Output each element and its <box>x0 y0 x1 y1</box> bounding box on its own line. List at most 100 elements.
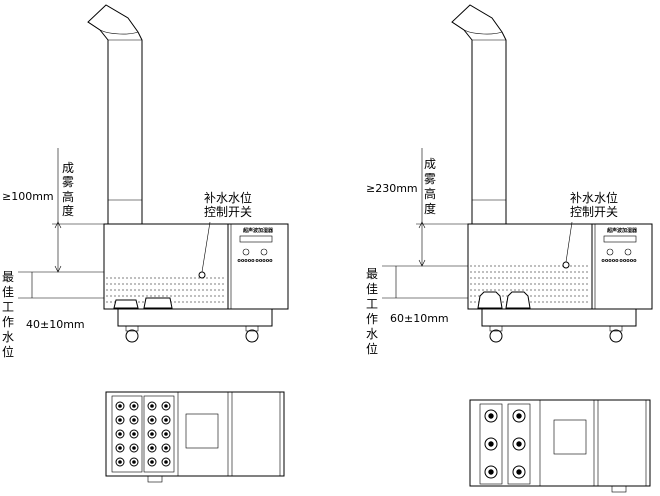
right-atomizer-head-core-4 <box>516 413 522 419</box>
svg-text:补水水位: 补水水位 <box>570 190 618 205</box>
right-atomizer-head-core-5 <box>516 441 522 447</box>
svg-text:工: 工 <box>2 300 14 314</box>
right-panel-title: 超声波加湿器 <box>606 227 638 234</box>
right-fog-height-label: 成 雾 高 度 <box>424 157 436 216</box>
svg-text:补水水位: 补水水位 <box>204 190 252 205</box>
svg-text:佳: 佳 <box>2 285 14 299</box>
svg-text:雾: 雾 <box>62 175 74 189</box>
right-wheel-2 <box>609 329 623 343</box>
left-knob-label-1: ooooo <box>237 258 255 264</box>
right-knob-label-2: ooooo <box>619 258 637 264</box>
left-unit-top-view <box>105 391 285 483</box>
left-wheel-1 <box>125 329 139 343</box>
left-base <box>117 308 273 327</box>
left-top-tray-1 <box>111 395 143 473</box>
svg-text:度: 度 <box>424 201 436 216</box>
right-transducer-2 <box>505 291 531 309</box>
left-optimal-level-label: 最 佳 工 作 水 位 <box>2 270 14 359</box>
right-atomizer-heads <box>484 409 526 479</box>
left-knob-1 <box>242 248 250 256</box>
left-top-window <box>185 413 219 449</box>
svg-text:作: 作 <box>2 315 14 329</box>
svg-text:度: 度 <box>62 203 74 218</box>
svg-text:水: 水 <box>2 330 14 344</box>
right-top-body <box>469 399 651 487</box>
left-atomizer-head-core-16 <box>164 404 168 408</box>
left-transducer-1 <box>113 299 139 309</box>
left-panel-title: 超声波加湿器 <box>242 227 274 234</box>
right-knob-1 <box>606 248 614 256</box>
left-water-level-value: 40±10mm <box>26 318 85 331</box>
left-atomizer-head-core-10 <box>132 460 136 464</box>
left-atomizer-head-core-11 <box>150 404 154 408</box>
left-chimney <box>87 4 143 225</box>
left-atomizer-head-core-18 <box>164 432 168 436</box>
right-refill-label: 补水水位 控制开关 <box>570 190 618 219</box>
left-atomizer-head-core-14 <box>150 446 154 450</box>
left-top-tray-2 <box>143 395 175 473</box>
right-float-switch <box>562 261 570 269</box>
left-atomizer-head-core-7 <box>132 418 136 422</box>
left-transducer-2 <box>143 297 173 309</box>
left-atomizer-head-core-19 <box>164 446 168 450</box>
left-atomizer-head-core-8 <box>132 432 136 436</box>
left-atomizer-head-core-9 <box>132 446 136 450</box>
left-atomizer-head-core-20 <box>164 460 168 464</box>
left-refill-label: 补水水位 控制开关 <box>204 190 252 219</box>
right-optimal-level-label: 最 佳 工 作 水 位 <box>366 267 378 356</box>
left-display <box>239 235 273 243</box>
svg-text:成: 成 <box>62 161 74 175</box>
right-wheel-1 <box>489 329 503 343</box>
left-fog-height-value: ≥100mm <box>2 190 54 203</box>
svg-text:最: 最 <box>366 267 378 281</box>
svg-text:成: 成 <box>424 157 436 171</box>
left-wheel-2 <box>245 329 259 343</box>
left-atomizer-head-core-6 <box>132 404 136 408</box>
right-knob-2 <box>624 248 632 256</box>
right-atomizer-head-core-2 <box>488 441 494 447</box>
right-water-level-value: 60±10mm <box>390 312 449 325</box>
right-transducer-1 <box>477 291 503 309</box>
right-top-window <box>553 419 587 455</box>
svg-text:最: 最 <box>2 270 14 284</box>
left-atomizer-head-core-17 <box>164 418 168 422</box>
left-knob-2 <box>260 248 268 256</box>
left-unit-side-view: 超声波加湿器 ooooo ooooo <box>2 4 289 359</box>
right-fog-height-value: ≥230mm <box>366 182 418 195</box>
svg-text:作: 作 <box>366 312 378 326</box>
left-control-panel <box>227 223 289 310</box>
left-atomizer-head-core-3 <box>118 432 122 436</box>
svg-text:位: 位 <box>366 341 378 356</box>
left-atomizer-head-core-4 <box>118 446 122 450</box>
left-atomizer-head-core-5 <box>118 460 122 464</box>
left-atomizer-head-core-2 <box>118 418 122 422</box>
left-atomizer-heads <box>115 401 171 467</box>
svg-text:位: 位 <box>2 344 14 359</box>
right-atomizer-head-core-3 <box>488 469 494 475</box>
right-top-tray-1 <box>479 403 503 485</box>
right-atomizer-head-core-6 <box>516 469 522 475</box>
svg-text:高: 高 <box>62 189 74 204</box>
right-unit-top-view <box>469 399 651 493</box>
left-fog-height-label: 成 雾 高 度 <box>62 161 74 218</box>
svg-text:工: 工 <box>366 297 378 311</box>
left-atomizer-head-core-12 <box>150 418 154 422</box>
svg-text:水: 水 <box>366 327 378 341</box>
right-atomizer-head-core-1 <box>488 413 494 419</box>
right-knob-label-1: ooooo <box>601 258 619 264</box>
right-top-tray-2 <box>507 403 531 485</box>
svg-text:雾: 雾 <box>424 172 436 186</box>
svg-text:佳: 佳 <box>366 282 378 296</box>
svg-text:高: 高 <box>424 186 436 201</box>
right-chimney <box>451 4 507 225</box>
right-base <box>481 308 637 327</box>
svg-text:控制开关: 控制开关 <box>570 205 618 219</box>
right-display <box>603 235 637 243</box>
left-atomizer-head-core-1 <box>118 404 122 408</box>
right-unit-side-view: 超声波加湿器 ooooo ooooo ≥230mm <box>366 4 653 356</box>
left-atomizer-head-core-15 <box>150 460 154 464</box>
left-atomizer-head-core-13 <box>150 432 154 436</box>
right-control-panel <box>591 223 653 310</box>
left-knob-label-2: ooooo <box>255 258 273 264</box>
